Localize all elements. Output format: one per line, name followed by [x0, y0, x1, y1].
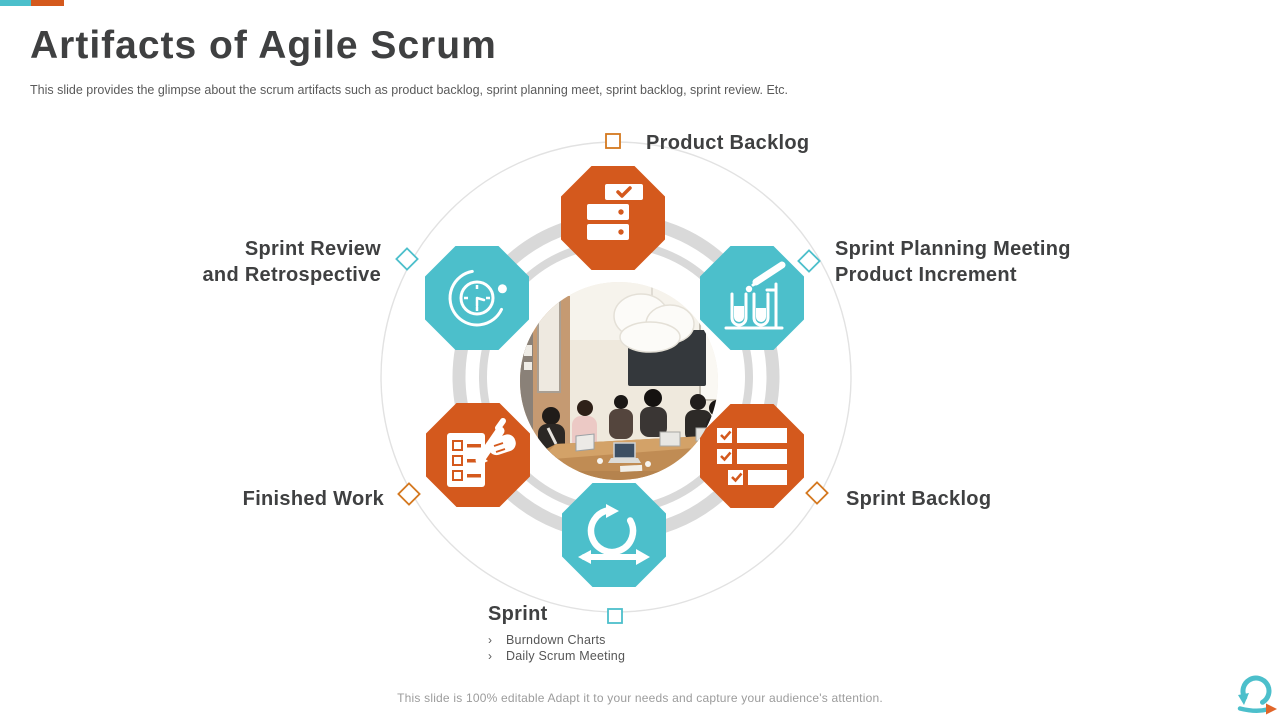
label-line: Sprint Review [244, 238, 381, 260]
marker-diamond-finished-work-icon [397, 482, 421, 506]
marker-diamond-sprint-planning-icon [797, 249, 821, 273]
octagon-product-backlog [561, 166, 665, 270]
slide-footer: This slide is 100% editable Adapt it to … [397, 691, 883, 705]
octagon-sprint-review [425, 246, 529, 350]
marker-diamond-sprint-review-icon [395, 247, 419, 271]
agile-sprint-loop-icon [578, 504, 650, 565]
corner-accent-teal [0, 0, 31, 6]
sprint-bullet-list: › Burndown Charts › Daily Scrum Meeting [488, 633, 625, 665]
slide-subtitle: This slide provides the glimpse about th… [30, 83, 789, 97]
octagon-sprint-backlog [700, 404, 804, 508]
label-finished-work: Finished Work [242, 488, 384, 510]
label-sprint-review: Sprint Review and Retrospective [140, 236, 381, 288]
bullet-text: Burndown Charts [506, 633, 606, 647]
label-line: Sprint Planning Meeting [835, 238, 1071, 260]
label-product-backlog: Product Backlog [646, 132, 810, 154]
checklist-icon [717, 428, 787, 485]
page-title: Artifacts of Agile Scrum [30, 24, 497, 67]
hand-writing-checklist-icon [447, 418, 516, 487]
bullet-marker: › [488, 649, 492, 663]
octagon-sprint [562, 483, 666, 587]
marker-square-product-backlog-icon [605, 133, 621, 149]
test-tubes-dropper-icon [724, 261, 786, 330]
storage-stack-check-icon [587, 184, 643, 240]
sprint-loop-arrow-logo-icon [1237, 675, 1277, 715]
bullet-text: Daily Scrum Meeting [506, 649, 626, 663]
clock-orbit-icon [448, 269, 507, 327]
octagon-finished-work [426, 403, 530, 507]
label-sprint-planning: Sprint Planning Meeting Product Incremen… [835, 236, 1071, 288]
octagon-sprint-planning [700, 246, 804, 350]
corner-accent-orange [31, 0, 64, 6]
list-item: › Burndown Charts [488, 633, 625, 649]
list-item: › Daily Scrum Meeting [488, 649, 625, 665]
label-line: and Retrospective [202, 264, 381, 286]
marker-diamond-sprint-backlog-icon [805, 481, 829, 505]
marker-square-sprint-icon [607, 608, 623, 624]
label-sprint-backlog: Sprint Backlog [846, 488, 992, 510]
label-sprint: Sprint [488, 603, 548, 625]
label-line: Product Increment [835, 264, 1017, 286]
bullet-marker: › [488, 633, 492, 647]
